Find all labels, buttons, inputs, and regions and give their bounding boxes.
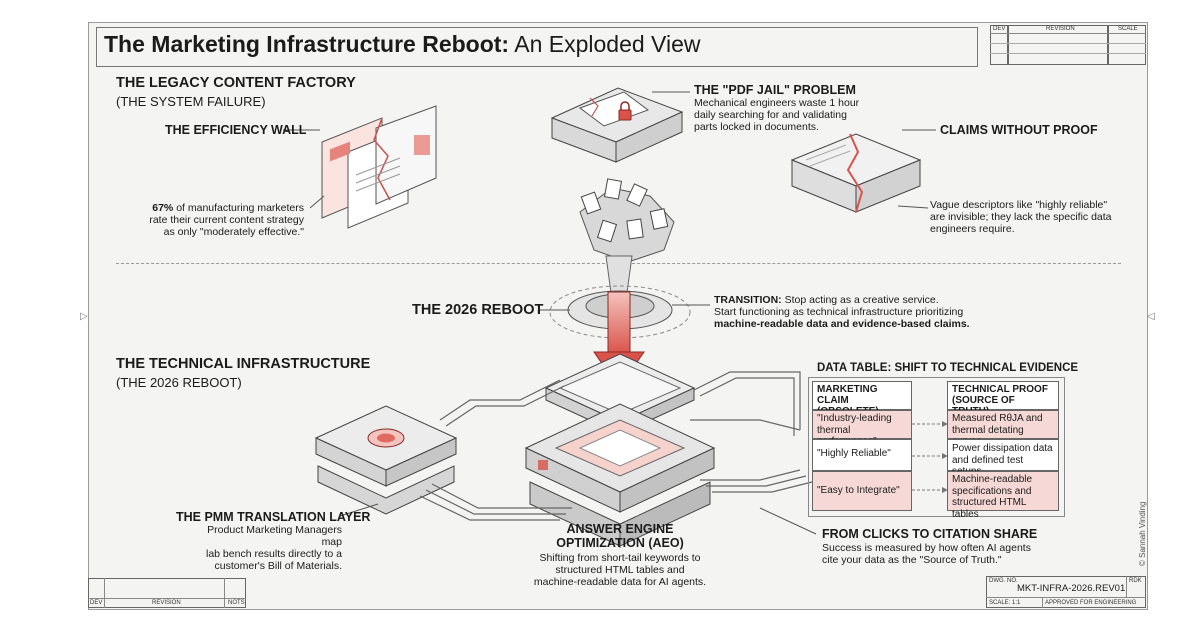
row3-claim-1: "Easy to Integrate": [817, 485, 900, 496]
row3-proof-1: Machine-readable: [952, 474, 1033, 485]
legacy-stat-line3: as only "moderately effective.": [163, 226, 304, 238]
citation-heading: FROM CLICKS TO CITATION SHARE: [822, 527, 1038, 541]
claims-line1: Vague descriptors like "highly reliable": [930, 199, 1108, 211]
legacy-stat: 67% of manufacturing marketers rate thei…: [126, 202, 304, 238]
claims-box-graphic: [790, 133, 922, 213]
paper-burst-graphic: [579, 178, 675, 301]
pmm-device-graphic: [314, 405, 458, 515]
col-proof-header-1: TECHNICAL PROOF: [952, 384, 1048, 395]
legacy-stat-line1: of manufacturing marketers: [176, 202, 304, 214]
table-row-2-claim: "Highly Reliable": [812, 439, 912, 471]
reboot-label: THE 2026 REBOOT: [412, 302, 544, 318]
technical-subheading: (THE 2026 REBOOT): [116, 375, 242, 390]
transition-line2: Start functioning as technical infrastru…: [714, 306, 964, 318]
pdf-jail-heading: THE "PDF JAIL" PROBLEM: [694, 83, 856, 97]
aeo-heading-1: ANSWER ENGINE: [566, 522, 674, 536]
approved-label: APPROVED FOR ENGINEERING: [1045, 600, 1137, 606]
scale-label: SCALE: 1:1: [989, 600, 1021, 606]
data-table-frame: [808, 377, 1065, 517]
transition-text: TRANSITION: Stop acting as a creative se…: [714, 294, 984, 330]
row3-proof-2: specifications and: [952, 485, 1032, 497]
efficiency-wall-label: THE EFFICIENCY WALL: [165, 123, 307, 137]
citation-text: Success is measured by how often AI agen…: [822, 542, 1062, 566]
pmm-line3: customer's Bill of Materials.: [214, 560, 342, 572]
table-row-1-claim: "Industry-leading thermal performance": [812, 410, 912, 447]
col-claim-header: MARKETING CLAIM (OBSOLETE): [812, 381, 912, 417]
credit-text: © Sannah Vinding: [1138, 501, 1147, 566]
claims-line2: are invisible; they lack the specific da…: [930, 211, 1112, 223]
citation-line1: Success is measured by how often AI agen…: [822, 542, 1031, 554]
dwg-no-label: DWG. NO.: [989, 578, 1018, 584]
title-frame: [96, 27, 978, 67]
transition-line3: machine-readable data and evidence-based…: [714, 318, 970, 330]
pdf-jail-line2: daily searching for and validating: [694, 109, 847, 121]
aeo-heading-2: OPTIMIZATION (AEO): [556, 536, 684, 550]
pdf-jail-line3: parts locked in documents.: [694, 121, 819, 133]
right-edge-marker: ◁: [1147, 311, 1155, 322]
aeo-text: Shifting from short-tail keywords to str…: [520, 552, 720, 588]
row2-claim-1: "Highly Reliable": [817, 448, 891, 459]
title-normal: An Exploded View: [514, 31, 701, 57]
col-proof-header: TECHNICAL PROOF (SOURCE OF TRUTH): [947, 381, 1059, 417]
legacy-documents-graphic: [321, 105, 437, 229]
legacy-subheading: (THE SYSTEM FAILURE): [116, 94, 266, 109]
aeo-line1: Shifting from short-tail keywords to: [539, 552, 701, 564]
pdf-jail-graphic: [550, 87, 684, 163]
claims-line3: engineers require.: [930, 223, 1015, 235]
table-arrows: [912, 423, 942, 491]
citation-line2: cite your data as the "Source of Truth.": [822, 554, 1002, 566]
legacy-heading: THE LEGACY CONTENT FACTORY: [116, 75, 356, 91]
rev-top-col2: REVISION: [1046, 26, 1075, 32]
left-edge-marker: ▷: [80, 311, 88, 322]
aeo-block: ANSWER ENGINE OPTIMIZATION (AEO) Shiftin…: [520, 522, 720, 588]
table-row-3-claim: "Easy to Integrate": [812, 471, 912, 511]
aeo-line3: machine-readable data for AI agents.: [533, 576, 707, 588]
rdk-label: RDK: [1129, 578, 1142, 584]
data-cables: [419, 371, 813, 521]
legacy-stat-bold: 67%: [152, 202, 174, 214]
table-row-2-proof: Power dissipation data and defined test …: [947, 439, 1059, 477]
dwg-number: MKT-INFRA-2026.REV01: [1017, 583, 1126, 594]
page-title: The Marketing Infrastructure Reboot: An …: [104, 31, 701, 58]
claims-heading: CLAIMS WITHOUT PROOF: [940, 123, 1098, 137]
legacy-stat-line2: rate their current content strategy: [149, 214, 304, 226]
row2-proof-1: Power dissipation data: [952, 443, 1053, 454]
rev-bottom-col2: REVISION: [152, 600, 181, 606]
col-claim-header-1: MARKETING CLAIM: [817, 384, 878, 406]
transition-line1: Stop acting as a creative service.: [784, 294, 939, 306]
transition-bold: TRANSITION:: [714, 294, 782, 306]
claims-text: Vague descriptors like "highly reliable"…: [930, 199, 1130, 235]
pmm-heading: THE PMM TRANSLATION LAYER: [176, 510, 371, 524]
rev-top-col1: DEV: [993, 26, 1006, 32]
rev-bottom-col1: DEV: [90, 600, 103, 606]
rev-bottom-col3: NOTS: [228, 600, 245, 606]
row3-proof-3: structured HTML tables: [952, 497, 1027, 520]
row1-proof-1: Measured RθJA and: [952, 413, 1043, 424]
title-bold: The Marketing Infrastructure Reboot:: [104, 31, 510, 57]
data-table-title: DATA TABLE: SHIFT TO TECHNICAL EVIDENCE: [817, 362, 1079, 374]
technical-heading: THE TECHNICAL INFRASTRUCTURE: [116, 356, 371, 372]
pdf-jail-line1: Mechanical engineers waste 1 hour: [694, 97, 860, 109]
table-row-1-proof: Measured RθJA and thermal detating curve…: [947, 410, 1059, 447]
table-row-3-proof: Machine-readable specifications and stru…: [947, 471, 1059, 520]
pdf-jail-text: Mechanical engineers waste 1 hour daily …: [694, 97, 894, 133]
aeo-line2: structured HTML tables and: [555, 564, 685, 576]
row1-claim-1: "Industry-leading: [817, 413, 892, 424]
pmm-line2: lab bench results directly to a: [206, 548, 342, 560]
pmm-line1: Product Marketing Managers map: [207, 524, 342, 548]
pmm-text: Product Marketing Managers map lab bench…: [186, 524, 342, 572]
rev-top-col3: SCALE: [1118, 26, 1138, 32]
